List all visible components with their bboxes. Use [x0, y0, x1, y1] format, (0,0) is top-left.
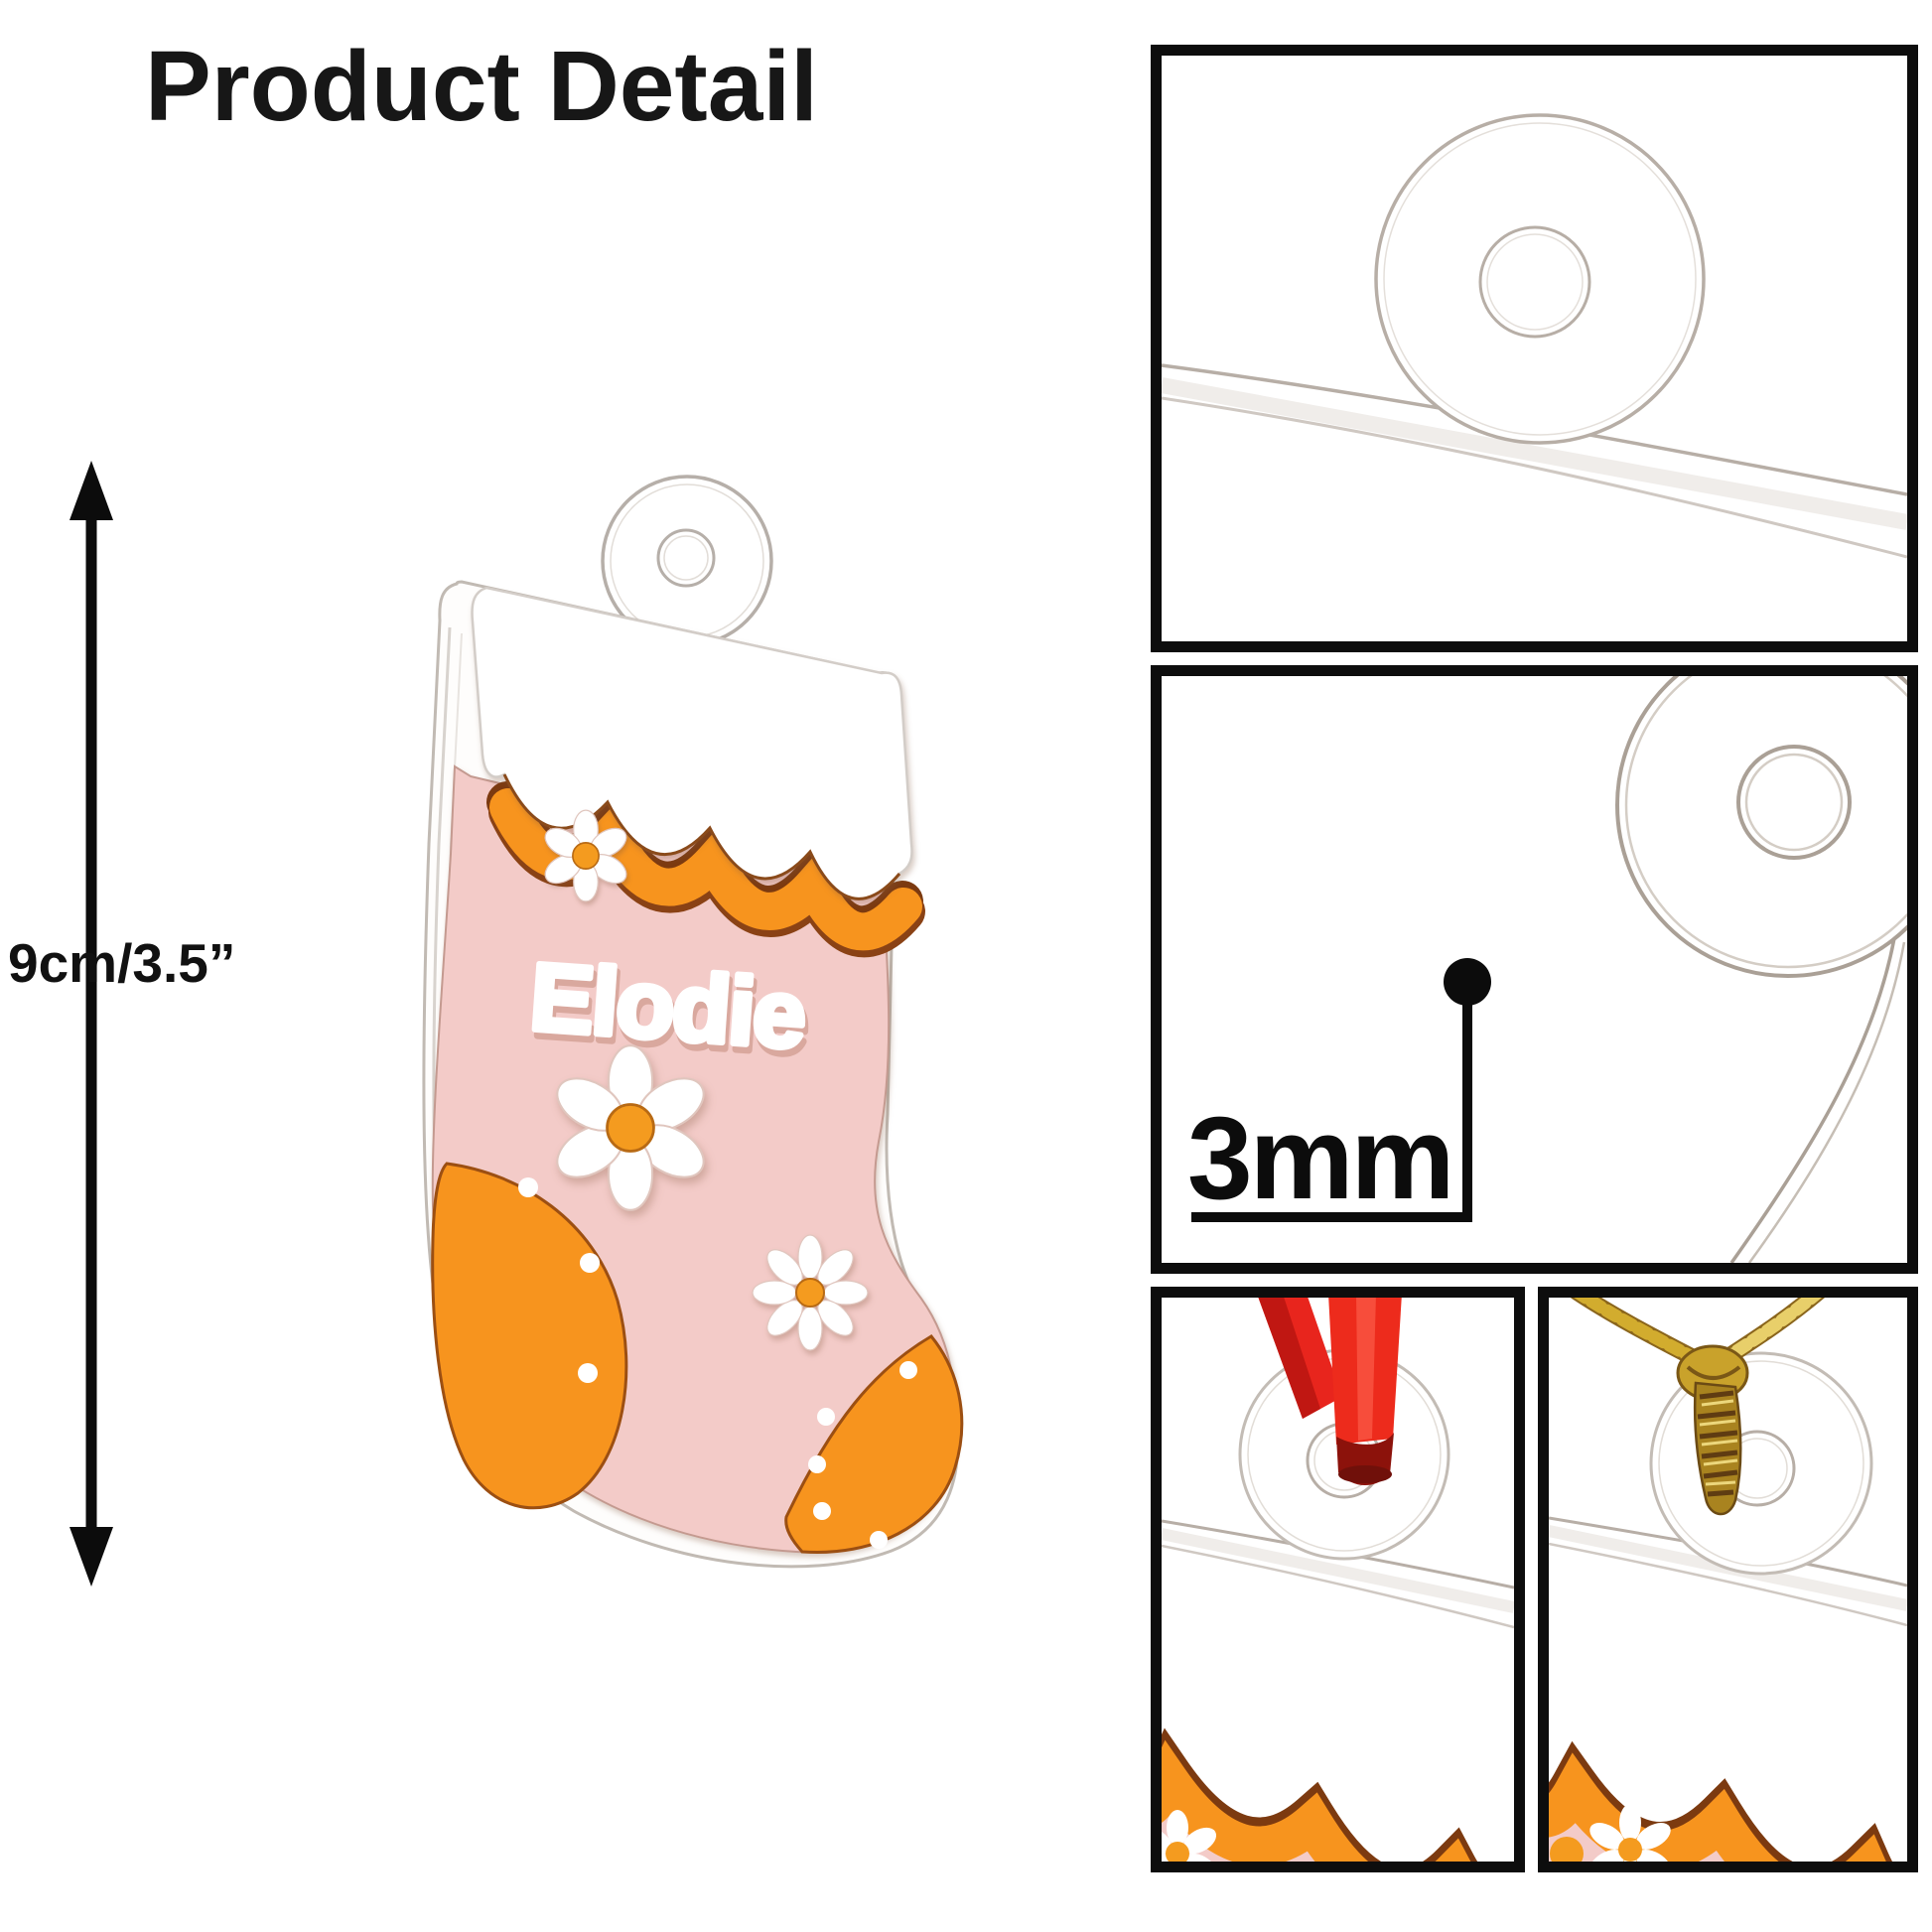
- daisy-flower-icon: [544, 809, 627, 902]
- panel-thickness-closeup: 3mm: [1151, 665, 1918, 1274]
- name-text: Elodie: [527, 944, 808, 1069]
- daisy-flower-icon: [1589, 1804, 1671, 1862]
- daisy-flower-icon: [752, 1234, 869, 1351]
- toe-patch: [784, 1334, 964, 1555]
- name-text-shadow: Elodie: [529, 950, 810, 1075]
- panel-hanging-tab-closeup: [1151, 45, 1918, 652]
- red-ribbon-closeup-image: [1162, 1298, 1514, 1862]
- dot-pointer-icon: [1191, 958, 1491, 1222]
- heel-patch: [431, 1162, 628, 1510]
- red-ribbon-icon: [1258, 1298, 1402, 1486]
- tab-hole-icon: [1478, 225, 1591, 339]
- vertical-double-arrow-icon: [69, 461, 113, 1587]
- daisy-flower-icon: [1162, 1810, 1217, 1862]
- gold-cord-closeup-image: [1549, 1298, 1907, 1862]
- size-label: 9cm/3.5”: [8, 932, 236, 994]
- gold-cord-icon: [1570, 1298, 1826, 1516]
- page-title: Product Detail: [145, 31, 818, 142]
- thickness-closeup-image: [1191, 676, 1907, 1263]
- stocking-top-edge: [1549, 1740, 1893, 1862]
- stocking-product-image: Elodie Elodie: [422, 475, 964, 1569]
- flower-center-icon: [1550, 1837, 1584, 1862]
- thickness-label: 3mm: [1187, 1093, 1454, 1224]
- panel-red-ribbon-option: [1151, 1287, 1525, 1872]
- acrylic-edge-profile: [1615, 676, 1907, 1263]
- name-text-group: Elodie Elodie: [524, 941, 814, 1079]
- stocking-top-edge: [1162, 1727, 1478, 1862]
- hanging-tab-closeup-image: [1162, 113, 1907, 559]
- daisy-flower-icon: [556, 1044, 705, 1211]
- panel-gold-cord-option: [1538, 1287, 1918, 1872]
